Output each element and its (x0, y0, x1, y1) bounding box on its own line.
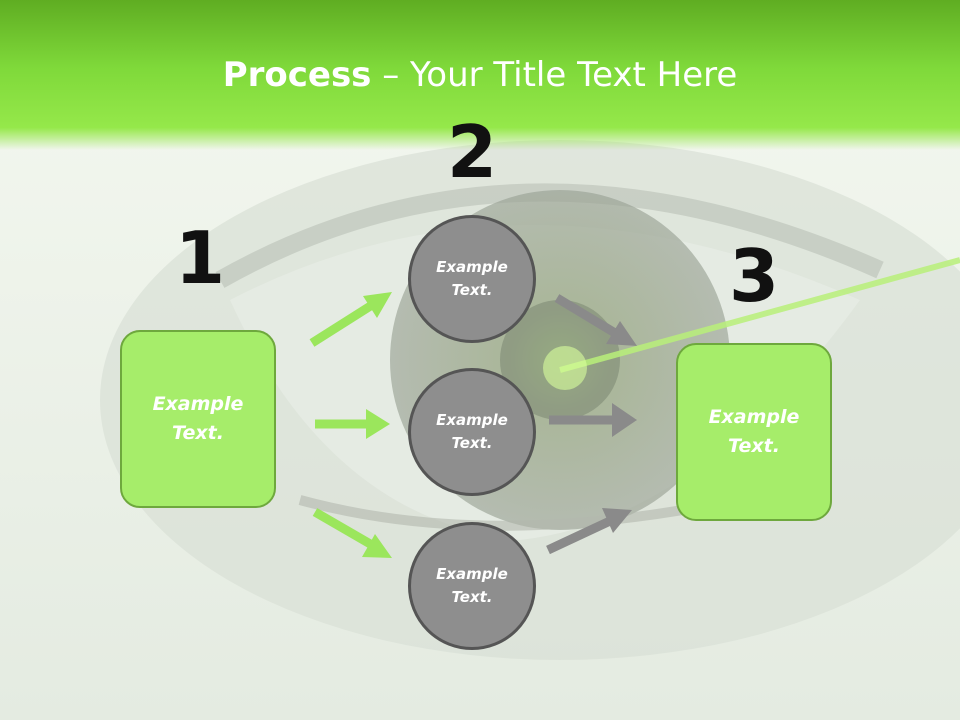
step-2-circle-middle[interactable]: Example Text. (408, 368, 536, 496)
step-number-2: 2 (446, 110, 498, 194)
step-number-3: 3 (728, 234, 780, 318)
step-1-box[interactable]: Example Text. (120, 330, 276, 508)
title-rest: – Your Title Text Here (371, 55, 738, 95)
step-3-text: Example Text. (708, 406, 800, 457)
step-2-text-top: Example Text. (436, 258, 508, 299)
step-2-circle-bottom[interactable]: Example Text. (408, 522, 536, 650)
gray-arrow-down-icon (554, 294, 637, 346)
green-arrow-down-icon (312, 508, 392, 558)
green-arrow-up-icon (309, 292, 392, 347)
gray-arrow-right-icon (549, 403, 637, 437)
step-3-box[interactable]: Example Text. (676, 343, 832, 521)
step-2-circle-top[interactable]: Example Text. (408, 215, 536, 343)
step-2-text-middle: Example Text. (436, 411, 508, 452)
step-1-text: Example Text. (152, 393, 244, 444)
title-bar (0, 0, 960, 150)
gray-arrow-up-icon (546, 508, 632, 555)
slide-title: Process – Your Title Text Here (0, 50, 960, 100)
green-arrow-right-icon (315, 409, 390, 439)
title-bold: Process (222, 55, 372, 95)
step-number-1: 1 (174, 216, 226, 300)
step-2-text-bottom: Example Text. (436, 565, 508, 606)
